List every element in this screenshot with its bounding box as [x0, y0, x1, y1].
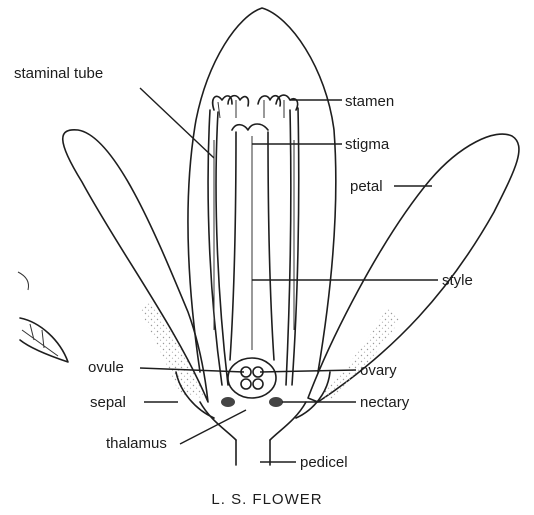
label-stamen: stamen: [345, 93, 394, 110]
label-style: style: [442, 272, 473, 289]
pistil: [230, 124, 274, 360]
pedicel: [236, 440, 270, 465]
anthers: [213, 95, 298, 118]
label-nectary: nectary: [360, 394, 410, 411]
right-petal: [308, 134, 519, 402]
leaf-fragment: [18, 272, 68, 362]
label-ovary: ovary: [360, 362, 397, 379]
label-stigma: stigma: [345, 136, 390, 153]
diagram-caption: L. S. FLOWER: [211, 491, 322, 508]
label-petal: petal: [350, 178, 383, 195]
left-petal: [63, 130, 208, 402]
label-sepal: sepal: [90, 394, 126, 411]
staminal-tube: [208, 108, 299, 385]
label-thalamus: thalamus: [106, 435, 167, 452]
label-staminal-tube: staminal tube: [14, 65, 103, 82]
label-ovule: ovule: [88, 359, 124, 376]
corolla: [188, 8, 336, 372]
label-pedicel: pedicel: [300, 454, 348, 471]
ovary: [228, 358, 276, 398]
thalamus: [200, 402, 306, 440]
